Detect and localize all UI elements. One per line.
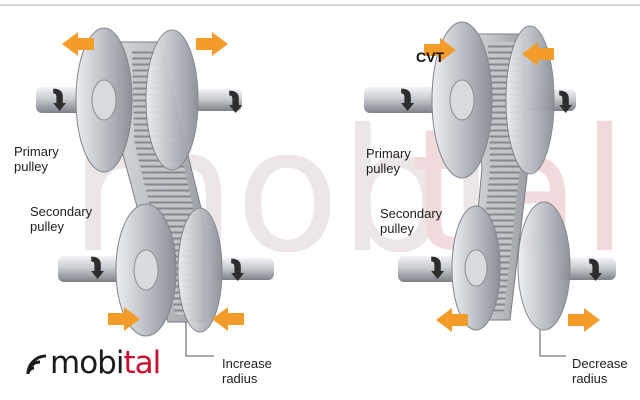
secondary-sheave-back <box>517 201 571 331</box>
label-line: radius <box>222 371 258 386</box>
logo-wordmark: mobital <box>50 345 161 381</box>
left-callout-label: Increase radius <box>222 356 272 386</box>
left-primary-pulley-label: Primary pulley <box>14 144 59 174</box>
push-arrow-icon <box>568 308 600 332</box>
right-cvt-assembly <box>364 21 616 357</box>
logo-part-tal: tal <box>123 345 161 381</box>
push-arrow-icon <box>196 32 228 56</box>
label-line: Primary <box>366 146 411 161</box>
diagram-title: CVT <box>416 49 444 65</box>
left-cvt-assembly <box>36 27 274 357</box>
right-callout-label: Decrease radius <box>572 356 628 386</box>
primary-sheave-back <box>145 29 199 171</box>
label-line: radius <box>572 371 608 386</box>
label-line: pulley <box>380 221 414 236</box>
label-line: pulley <box>30 219 64 234</box>
right-primary-pulley-label: Primary pulley <box>366 146 411 176</box>
label-line: Secondary <box>380 206 443 221</box>
primary-sheave-back <box>505 25 555 175</box>
label-line: Increase <box>222 356 272 371</box>
callout-leader <box>539 330 566 357</box>
callout-leader <box>185 322 214 357</box>
label-line: Primary <box>14 144 59 159</box>
right-secondary-pulley-label: Secondary pulley <box>380 206 442 236</box>
wifi-signal-icon <box>26 354 47 375</box>
left-secondary-pulley-label: Secondary pulley <box>30 204 92 234</box>
logo-part-mobi: mobi <box>50 345 124 381</box>
label-line: pulley <box>366 161 400 176</box>
label-line: pulley <box>14 159 48 174</box>
mobital-logo: mobital <box>24 340 184 384</box>
secondary-shaft-right <box>560 258 616 280</box>
label-line: Secondary <box>30 204 93 219</box>
secondary-shaft-right <box>214 258 274 280</box>
secondary-sheave-back <box>177 207 223 333</box>
label-line: Decrease <box>572 356 628 371</box>
